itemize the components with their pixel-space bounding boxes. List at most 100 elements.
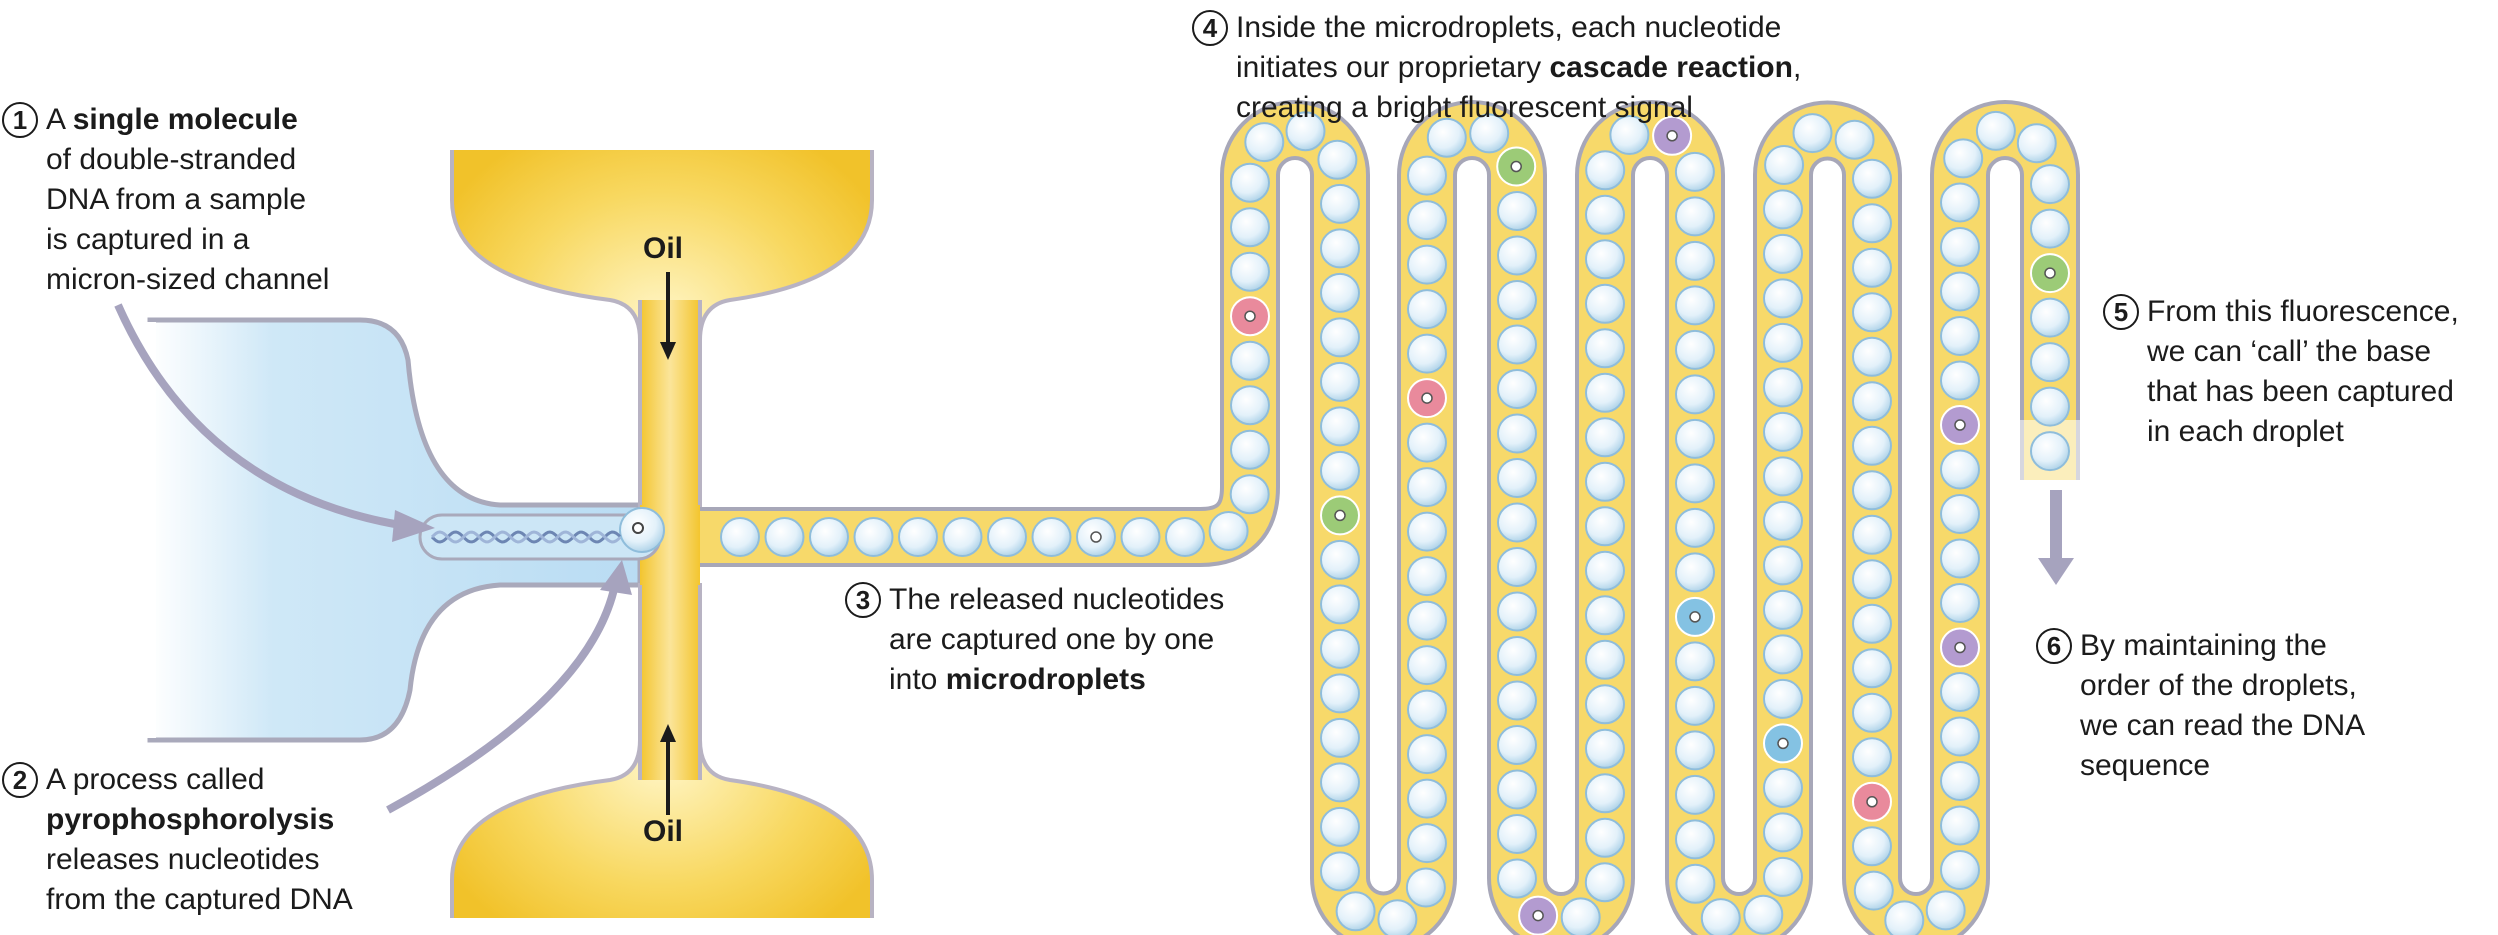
droplet bbox=[1884, 900, 1925, 935]
droplet bbox=[853, 517, 894, 557]
droplet bbox=[1407, 511, 1447, 552]
droplet bbox=[1230, 207, 1270, 248]
droplet bbox=[1675, 418, 1715, 459]
droplet bbox=[1497, 769, 1537, 810]
step-text-line: A single molecule bbox=[46, 103, 298, 136]
droplet bbox=[1852, 559, 1892, 600]
droplet bbox=[1407, 422, 1447, 463]
droplet bbox=[1763, 856, 1803, 897]
step-number-badge: 5 bbox=[2103, 294, 2139, 330]
oil-cross-channel bbox=[440, 120, 890, 935]
droplet bbox=[1675, 196, 1715, 237]
droplet bbox=[1426, 117, 1467, 158]
droplet bbox=[1469, 113, 1510, 154]
droplet bbox=[1852, 826, 1892, 867]
step-text-line: micron-sized channel bbox=[46, 263, 330, 296]
droplet bbox=[1675, 641, 1715, 682]
droplet bbox=[1763, 367, 1803, 408]
droplet bbox=[1943, 138, 1984, 179]
droplet bbox=[1940, 538, 1980, 579]
step-text-line: A process called bbox=[46, 763, 265, 796]
step-text-line: of double-stranded bbox=[46, 143, 297, 176]
droplet bbox=[1497, 814, 1537, 854]
nucleotide-dot-icon bbox=[1334, 509, 1346, 522]
nucleotide-dot-icon bbox=[1689, 611, 1701, 623]
droplet bbox=[1407, 333, 1447, 374]
droplet bbox=[1852, 470, 1892, 511]
droplet bbox=[1407, 155, 1447, 196]
droplet bbox=[1852, 247, 1892, 288]
droplet bbox=[1834, 119, 1875, 160]
droplet bbox=[1497, 235, 1537, 276]
droplet bbox=[1320, 228, 1360, 269]
step-text-line: order of the droplets, bbox=[2080, 669, 2357, 702]
droplet bbox=[1940, 583, 1980, 623]
droplet bbox=[1852, 158, 1892, 199]
step-number-badge: 6 bbox=[2036, 628, 2072, 664]
droplet bbox=[1497, 502, 1537, 543]
droplet bbox=[2030, 342, 2070, 383]
droplet bbox=[1497, 413, 1537, 454]
down-arrow-icon bbox=[2038, 558, 2074, 585]
dna-strand-icon bbox=[430, 530, 622, 544]
droplet bbox=[1925, 890, 1966, 931]
droplet bbox=[1763, 589, 1803, 630]
droplet bbox=[1852, 603, 1892, 644]
droplet bbox=[1120, 517, 1161, 557]
arrowhead-icon bbox=[392, 510, 435, 542]
droplet bbox=[1940, 494, 1980, 534]
droplet bbox=[1560, 897, 1601, 935]
droplet bbox=[1853, 870, 1894, 911]
droplet bbox=[1317, 139, 1358, 180]
droplet bbox=[1852, 514, 1892, 555]
droplet bbox=[1940, 227, 1980, 267]
droplet bbox=[1497, 858, 1537, 899]
step-text-line: DNA from a sample bbox=[46, 183, 307, 216]
droplet bbox=[2016, 123, 2057, 164]
droplet bbox=[1585, 328, 1625, 369]
droplet bbox=[1585, 550, 1625, 591]
droplet bbox=[1165, 517, 1205, 557]
droplet bbox=[1700, 898, 1741, 935]
droplet bbox=[2030, 164, 2070, 205]
droplet bbox=[1675, 507, 1715, 548]
droplet bbox=[1675, 863, 1716, 904]
droplet bbox=[1763, 411, 1803, 452]
droplet bbox=[1407, 200, 1447, 241]
droplet bbox=[1585, 728, 1625, 769]
output-arrow bbox=[2038, 490, 2074, 585]
oil-label-top: Oil bbox=[643, 232, 684, 265]
nucleotide-dot-icon bbox=[1421, 392, 1433, 404]
droplet bbox=[1675, 552, 1715, 593]
droplet bbox=[1852, 203, 1892, 244]
up-arrow-icon bbox=[660, 724, 676, 742]
droplet bbox=[1675, 819, 1715, 860]
droplet bbox=[1940, 182, 1980, 223]
droplet bbox=[1743, 894, 1784, 935]
droplet bbox=[1497, 369, 1537, 409]
droplet bbox=[1497, 280, 1537, 320]
droplet bbox=[1230, 340, 1270, 381]
droplet bbox=[1675, 329, 1715, 370]
oil-label-bottom: Oil bbox=[643, 815, 684, 848]
droplet bbox=[1320, 851, 1360, 892]
droplet bbox=[1852, 648, 1892, 689]
droplet bbox=[1335, 891, 1376, 932]
nucleotide-dot-icon bbox=[1954, 641, 1966, 654]
nucleotide-dot-icon bbox=[1090, 531, 1102, 543]
step-text-line: from the captured DNA bbox=[46, 883, 353, 916]
nucleotide-dot-icon bbox=[2044, 267, 2056, 279]
droplet bbox=[987, 517, 1027, 557]
step-text-line: in each droplet bbox=[2147, 415, 2344, 448]
droplet bbox=[1320, 450, 1360, 491]
step-text-line: The released nucleotides bbox=[889, 583, 1225, 616]
droplet bbox=[1497, 458, 1537, 498]
droplet bbox=[1320, 717, 1360, 758]
step-text-line: From this fluorescence, bbox=[2147, 295, 2459, 328]
droplet bbox=[1585, 150, 1626, 191]
serpentine-channel bbox=[700, 100, 2086, 935]
droplet bbox=[1208, 511, 1249, 551]
droplet bbox=[1497, 547, 1537, 587]
